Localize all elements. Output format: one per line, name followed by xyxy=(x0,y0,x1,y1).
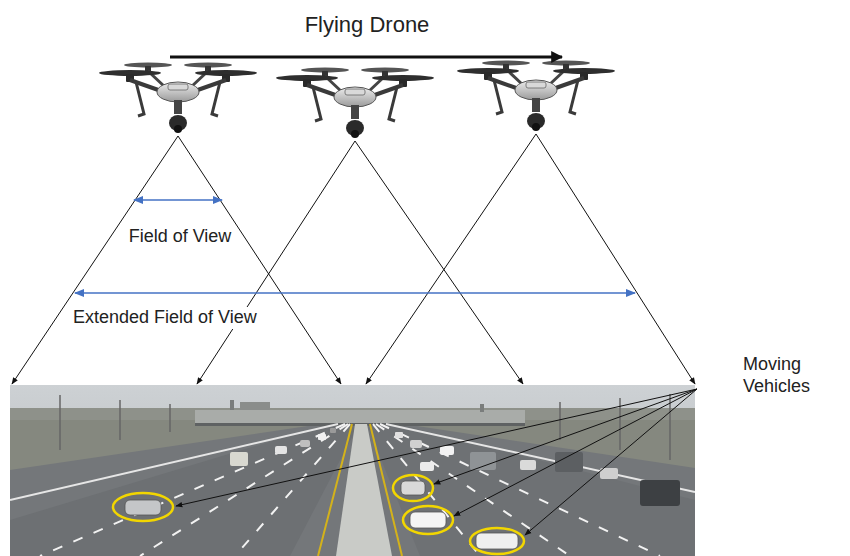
drawing-part xyxy=(401,481,425,495)
drawing-part xyxy=(197,141,355,384)
callout-label: Moving Vehicles xyxy=(740,354,846,397)
dimension-label: Field of View xyxy=(126,226,235,248)
drawing-part xyxy=(395,432,403,438)
drawing-part xyxy=(230,452,248,466)
drawing-part xyxy=(125,500,161,515)
drawing-part xyxy=(230,428,680,506)
drawing-part xyxy=(195,410,525,423)
drawing-part xyxy=(12,136,178,384)
drawing-part xyxy=(366,422,695,556)
drawing-part xyxy=(373,424,480,556)
drawing-part xyxy=(393,475,433,501)
drawing-part xyxy=(520,460,536,470)
drawing-part xyxy=(420,462,434,471)
drawing-part xyxy=(300,440,310,447)
dimension-arrow xyxy=(75,200,635,293)
drawing-part xyxy=(140,424,348,556)
drawing-part xyxy=(134,199,222,201)
drawing-part xyxy=(318,434,326,440)
drawing-part xyxy=(366,134,536,384)
highlight-ellipse xyxy=(113,475,524,554)
drawing-part xyxy=(119,400,121,440)
drawing-part xyxy=(476,533,518,549)
leader-line xyxy=(176,389,697,535)
direction-label: Flying Drone xyxy=(302,12,433,38)
drawing-part xyxy=(434,389,697,484)
drawing-part xyxy=(559,402,561,440)
drawing-part xyxy=(178,136,341,384)
drawing-part xyxy=(525,389,697,535)
drawing-part xyxy=(235,424,350,556)
dimension-label: Extended Field of View xyxy=(70,307,260,329)
drawing-part xyxy=(440,446,454,455)
road-photo xyxy=(10,385,695,556)
drawing-part xyxy=(457,61,615,132)
drawing-part xyxy=(10,422,695,556)
flight-arrow xyxy=(170,56,562,59)
drawing-part xyxy=(59,395,61,450)
drawing-part xyxy=(555,452,583,472)
drawing-part xyxy=(230,400,234,410)
drawing-part xyxy=(380,424,660,556)
drawing-part xyxy=(113,493,173,521)
drawing-part xyxy=(10,385,695,556)
drawing-part xyxy=(370,424,402,556)
drawing-part xyxy=(276,68,434,139)
drawing-part xyxy=(355,141,523,384)
drawing-part xyxy=(410,440,422,448)
drawing-part xyxy=(125,481,518,549)
drawing-part xyxy=(10,422,360,556)
drawing-part xyxy=(99,63,257,134)
drawing-part xyxy=(480,404,484,412)
view-line xyxy=(12,134,695,384)
drawing-part xyxy=(470,452,496,470)
drawing-part xyxy=(40,424,660,556)
drawing-part xyxy=(403,506,453,534)
drone-icon xyxy=(99,61,615,139)
drawing-part xyxy=(640,480,680,506)
drawing-part xyxy=(336,424,392,556)
drawing-part xyxy=(318,424,352,556)
drawing-part xyxy=(169,404,171,432)
drawing-part xyxy=(176,389,697,506)
drawing-part xyxy=(470,528,524,554)
drawing-part xyxy=(275,446,287,454)
drawing-part xyxy=(10,420,695,556)
drawing-part xyxy=(410,512,446,528)
drawing-part xyxy=(536,134,695,384)
drawing-part xyxy=(330,428,336,433)
drawing-part xyxy=(240,402,270,410)
drawing-part xyxy=(40,424,345,556)
drawing-part xyxy=(454,389,697,516)
drawing-part xyxy=(376,424,570,556)
drawing-part xyxy=(75,292,635,294)
